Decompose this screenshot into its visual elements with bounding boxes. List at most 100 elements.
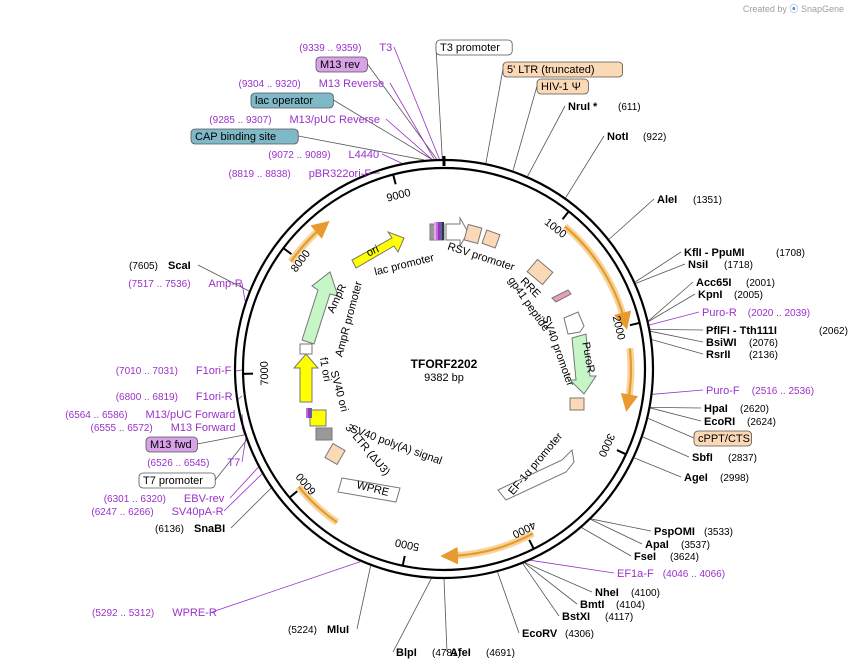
tick-label: 7000 bbox=[259, 361, 272, 386]
tick-mark bbox=[288, 490, 298, 499]
label-pspomi: PspOMI bbox=[654, 526, 695, 538]
label-fsei: FseI bbox=[634, 551, 656, 563]
label-cap-binding-site: CAP binding site bbox=[190, 128, 299, 145]
leader-line bbox=[647, 418, 695, 439]
label-bmti-position: (4104) bbox=[616, 600, 645, 611]
ltr-feature bbox=[463, 223, 483, 245]
label-ecorv: EcoRV bbox=[522, 628, 558, 640]
label-m13-rev-box bbox=[315, 56, 368, 73]
label-l4440: L4440 bbox=[349, 149, 380, 161]
leader-line bbox=[651, 339, 704, 355]
leader-line bbox=[649, 311, 700, 326]
label-ebv-rev-range: (6301 .. 6320) bbox=[104, 494, 166, 505]
label-m13-rev: M13 rev bbox=[315, 56, 368, 73]
primer-site-bar bbox=[434, 222, 436, 240]
label-kpni-position: (2005) bbox=[734, 290, 763, 301]
label-sv40pa-r-range: (6247 .. 6266) bbox=[91, 507, 153, 518]
label-m13-forward-range: (6555 .. 6572) bbox=[91, 423, 153, 434]
primer-site-bar bbox=[306, 408, 308, 418]
leader-line bbox=[298, 135, 425, 161]
leader-line bbox=[648, 293, 696, 322]
label-amp-r: Amp-R bbox=[209, 278, 243, 290]
leader-line bbox=[634, 251, 682, 283]
leader-line bbox=[590, 518, 652, 532]
label-pflfi-tth111i-position: (2062) bbox=[819, 326, 848, 337]
tick-mark bbox=[401, 555, 406, 566]
label-blpi-position: (4781) bbox=[432, 648, 461, 659]
label-ef1a-f: EF1a-F bbox=[617, 568, 654, 580]
label-bmti: BmtI bbox=[580, 599, 604, 611]
credit-brand: SnapGene bbox=[800, 4, 844, 14]
label-leader-lines bbox=[197, 46, 704, 653]
label-puro-f: Puro-F bbox=[706, 385, 740, 397]
label-f1ori-r-range: (6800 .. 6819) bbox=[116, 392, 178, 403]
label-cap-binding-site-text: CAP binding site bbox=[195, 131, 276, 143]
orf-arc bbox=[440, 532, 534, 565]
label-rsrii-position: (2136) bbox=[749, 350, 778, 361]
tick-label: 1000 bbox=[542, 216, 569, 241]
leader-line bbox=[650, 330, 704, 343]
label-alei: AleI bbox=[657, 194, 677, 206]
tick-label: 6000 bbox=[294, 470, 319, 496]
label-rsrii: RsrII bbox=[706, 349, 730, 361]
f1-ori-feature bbox=[292, 353, 320, 403]
sv40-ori-feature bbox=[309, 409, 327, 427]
label-snabi: SnaBI bbox=[194, 523, 225, 535]
orf-arc-glow bbox=[562, 223, 629, 323]
primer-site-bar bbox=[436, 222, 438, 240]
tick-mark bbox=[392, 174, 397, 185]
leader-line bbox=[590, 518, 643, 545]
label-cap-binding-site-box bbox=[190, 128, 299, 145]
leader-line bbox=[497, 571, 520, 634]
leader-line bbox=[524, 562, 593, 593]
ori-label: ori bbox=[365, 243, 381, 259]
ef1a-promoter-feature bbox=[497, 448, 575, 501]
leader-line bbox=[356, 565, 372, 630]
tick-mark bbox=[616, 449, 627, 456]
plasmid-length: 9382 bp bbox=[424, 372, 464, 384]
label-t7: T7 bbox=[227, 457, 240, 469]
label-bstxi: BstXI bbox=[562, 611, 590, 623]
label-cppt-cts-box bbox=[693, 430, 752, 447]
label-scai: ScaI bbox=[168, 260, 191, 272]
label-m13-puc-forward-range: (6564 .. 6586) bbox=[65, 410, 127, 421]
label-m13-rev-text: M13 rev bbox=[320, 59, 360, 71]
backbone-inner-circle bbox=[241, 166, 647, 572]
primer-site-bar bbox=[438, 222, 440, 240]
label-acc65i-position: (2001) bbox=[746, 278, 775, 289]
leader-line bbox=[650, 407, 702, 422]
primer-site-bar bbox=[440, 222, 442, 240]
label-5-ltr-truncated--text: 5' LTR (truncated) bbox=[507, 64, 594, 76]
label-m13-puc-reverse-range: (9285 .. 9307) bbox=[209, 115, 271, 126]
label-scai-position: (7605) bbox=[129, 261, 158, 272]
ampr-feature bbox=[301, 271, 339, 345]
gp41-feature bbox=[551, 289, 572, 303]
tick-mark bbox=[282, 247, 293, 255]
label-m13-puc-reverse: M13/pUC Reverse bbox=[290, 114, 380, 126]
leader-line bbox=[530, 559, 615, 574]
label-hiv-1-: HIV-1 Ψ bbox=[536, 78, 589, 95]
leader-line bbox=[229, 466, 259, 499]
label-t7-promoter-box bbox=[138, 472, 216, 489]
label-lac-operator-text: lac operator bbox=[255, 95, 313, 107]
label-pspomi-position: (3533) bbox=[704, 527, 733, 538]
label-5-ltr-truncated--box bbox=[502, 61, 623, 78]
leader-line bbox=[230, 487, 272, 529]
ltr3-feature bbox=[324, 442, 346, 466]
label-m13-fwd-box bbox=[145, 436, 198, 453]
label-cppt-cts: cPPT/CTS bbox=[693, 430, 752, 447]
label-ecorv-position: (4306) bbox=[565, 629, 594, 640]
label-f1ori-f-range: (7010 .. 7031) bbox=[116, 366, 178, 377]
puror-feature bbox=[568, 333, 597, 395]
label-acc65i: Acc65I bbox=[696, 277, 731, 289]
label-wpre-r-range: (5292 .. 5312) bbox=[92, 608, 154, 619]
sv40pa-feature bbox=[315, 427, 333, 441]
tick-mark bbox=[561, 210, 570, 220]
label-bsiwi-position: (2076) bbox=[749, 338, 778, 349]
ampr-promoter-feature bbox=[299, 343, 313, 355]
puror-label: PuroR bbox=[579, 341, 596, 374]
label-afei-position: (4691) bbox=[486, 648, 515, 659]
label-t3-range: (9339 .. 9359) bbox=[299, 43, 361, 54]
leader-line bbox=[650, 328, 704, 331]
label-bstxi-position: (4117) bbox=[605, 612, 633, 623]
